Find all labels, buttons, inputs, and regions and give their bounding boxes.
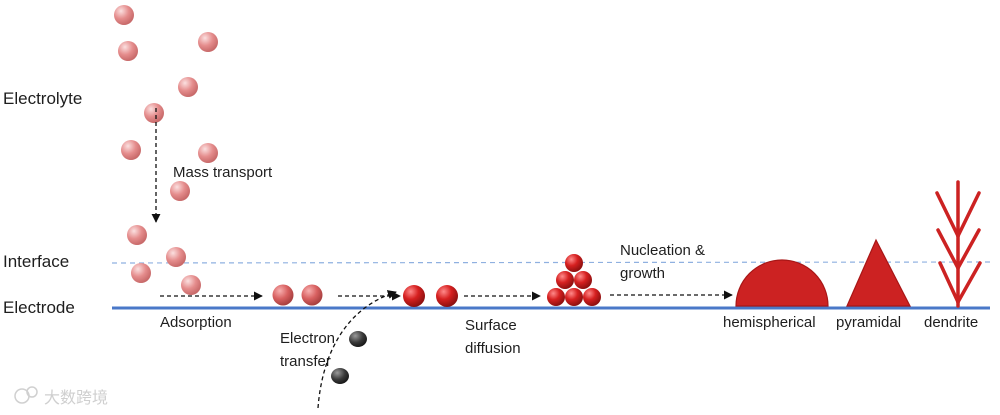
ion xyxy=(127,225,147,245)
atom xyxy=(565,288,583,306)
watermark: 大数跨境 xyxy=(14,386,108,407)
atom xyxy=(574,271,592,289)
electron xyxy=(331,368,349,384)
ion xyxy=(178,77,198,97)
pyramidal-label: pyramidal xyxy=(836,314,901,331)
reduced-atoms xyxy=(403,285,458,307)
electrolyte-ions xyxy=(114,5,218,295)
surface-diffusion-label-line1: Surface xyxy=(465,317,517,334)
ion xyxy=(272,284,294,306)
electrode-label: Electrode xyxy=(3,298,75,317)
surface-diffusion-label-line2: diffusion xyxy=(465,340,521,357)
pyramidal-deposit xyxy=(846,238,911,307)
ion xyxy=(166,247,186,267)
atom xyxy=(547,288,565,306)
ion xyxy=(118,41,138,61)
atom xyxy=(565,254,583,272)
dendrite-label: dendrite xyxy=(924,314,978,331)
electrolyte-label: Electrolyte xyxy=(3,89,82,108)
hemispherical-deposit xyxy=(735,259,829,307)
electrons xyxy=(331,331,367,384)
electron-transfer-label-line1: Electron xyxy=(280,330,335,347)
interface-line xyxy=(111,261,991,264)
hemispherical-label: hemispherical xyxy=(723,314,816,331)
electron xyxy=(349,331,367,347)
atom xyxy=(436,285,458,307)
atom xyxy=(583,288,601,306)
adsorbed-ions xyxy=(272,284,323,306)
atom xyxy=(403,285,425,307)
watermark-text: 大数跨境 xyxy=(44,388,108,407)
electron-transfer-label-line2: transfer xyxy=(280,353,331,370)
ion xyxy=(114,5,134,25)
ion xyxy=(144,103,164,123)
ion xyxy=(121,140,141,160)
mass-transport-label: Mass transport xyxy=(173,164,273,181)
ion xyxy=(301,284,323,306)
ion xyxy=(170,181,190,201)
ion xyxy=(181,275,201,295)
atom xyxy=(556,271,574,289)
ion xyxy=(131,263,151,283)
dendrite-deposit xyxy=(935,180,982,308)
nucleus-cluster xyxy=(547,254,601,306)
nucleation-label-line2: growth xyxy=(620,265,665,282)
adsorption-label: Adsorption xyxy=(160,314,232,331)
interface-label: Interface xyxy=(3,252,69,271)
nucleation-label-line1: Nucleation & xyxy=(620,242,705,259)
ion xyxy=(198,32,218,52)
ion xyxy=(198,143,218,163)
